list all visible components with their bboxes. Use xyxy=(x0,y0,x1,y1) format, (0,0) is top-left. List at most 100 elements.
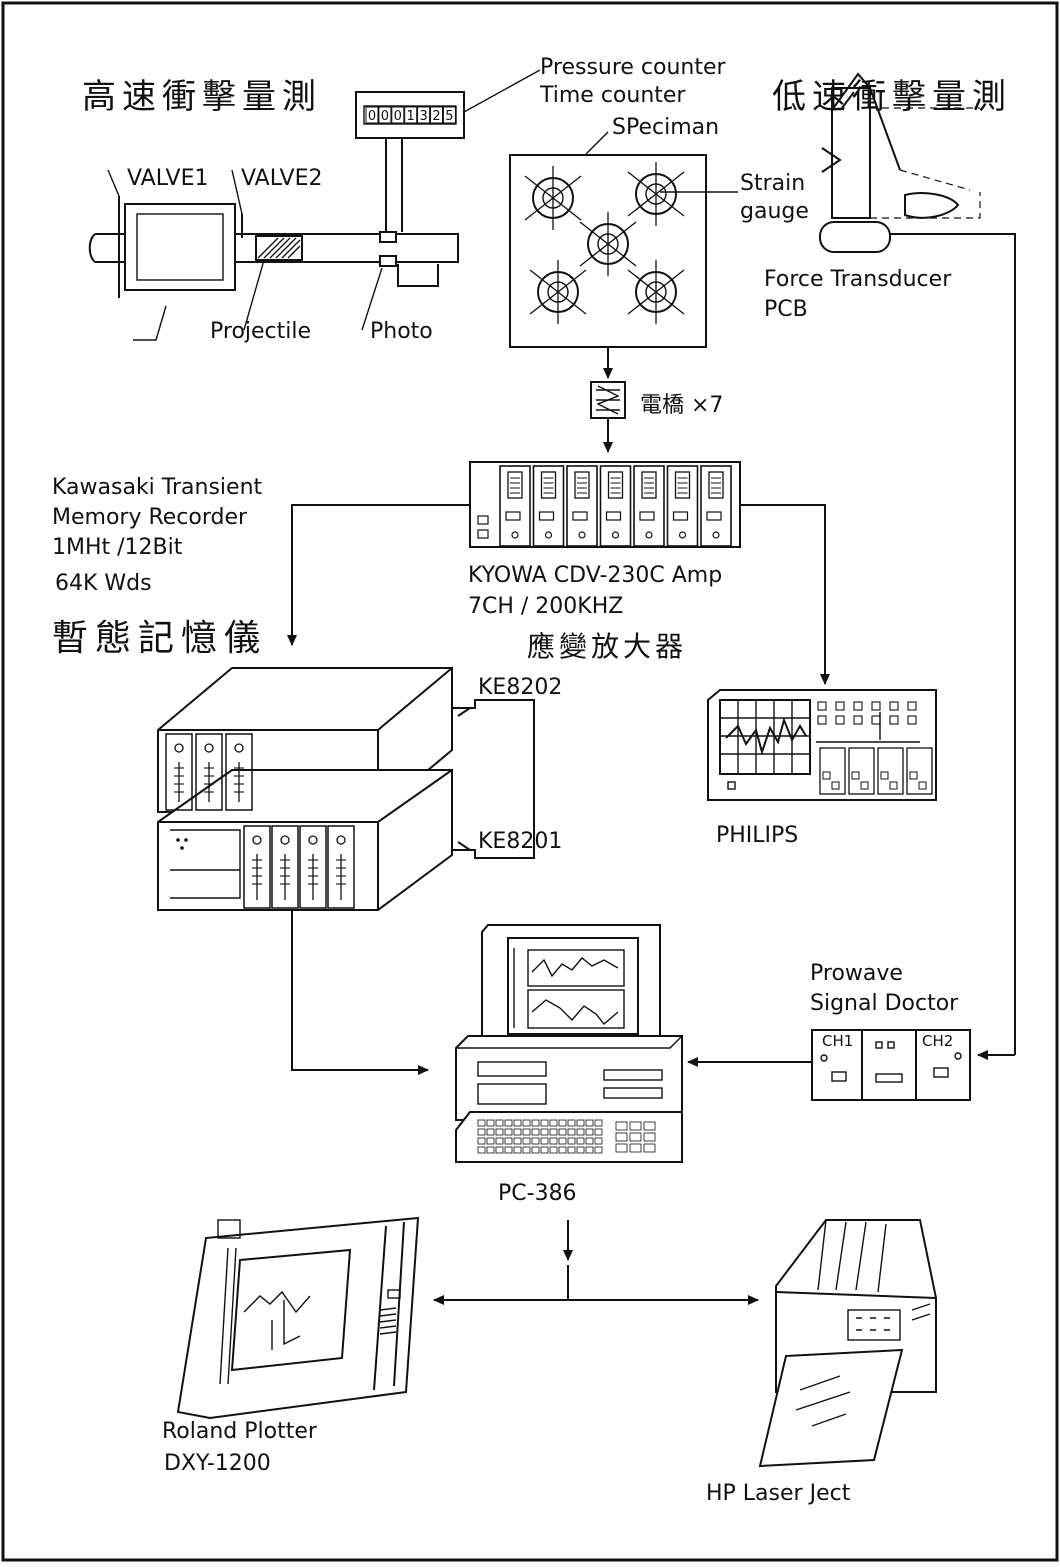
keyboard-key-icon xyxy=(567,1137,576,1145)
bridge-box-icon xyxy=(590,381,626,419)
printer-label: HP Laser Ject xyxy=(706,1481,851,1506)
amp-channel-module xyxy=(700,465,732,547)
gas-gun-launcher xyxy=(88,138,459,341)
keyboard-key-icon xyxy=(477,1128,486,1136)
projectile-label: Projectile xyxy=(210,319,311,344)
keyboard-key-icon xyxy=(504,1146,513,1154)
scope-button-icon xyxy=(853,701,863,711)
keyboard-key-icon xyxy=(540,1137,549,1145)
keyboard-key-icon xyxy=(629,1121,642,1131)
title-low-speed: 低速衝擊量測 xyxy=(772,77,1012,117)
keyboard-key-icon xyxy=(629,1143,642,1153)
strain-gauge-icon xyxy=(529,260,587,324)
valve2-label: VALVE2 xyxy=(241,166,322,191)
drop-tower xyxy=(819,72,1016,1055)
keyboard-key-icon xyxy=(540,1146,549,1154)
counter-digit: 2 xyxy=(432,109,440,124)
keyboard-key-icon xyxy=(495,1137,504,1145)
keyboard-key-icon xyxy=(643,1143,656,1153)
specimen-plate xyxy=(509,131,738,348)
keyboard-key-icon xyxy=(486,1137,495,1145)
keyboard-key-icon xyxy=(531,1137,540,1145)
scope-button-icon xyxy=(889,701,899,711)
amp-channel-module xyxy=(599,465,632,547)
keyboard-key-icon xyxy=(576,1128,585,1136)
keyboard-key-icon xyxy=(567,1128,576,1136)
keyboard-key-icon xyxy=(643,1121,656,1131)
keyboard-key-icon xyxy=(629,1132,642,1142)
keyboard-key-icon xyxy=(495,1146,504,1154)
keyboard-key-icon xyxy=(567,1119,576,1127)
keyboard-key-icon xyxy=(477,1137,486,1145)
recorder-label-4: 64K Wds xyxy=(55,571,152,596)
keyboard-key-icon xyxy=(486,1146,495,1154)
keyboard-key-icon xyxy=(558,1128,567,1136)
counter-digit: 3 xyxy=(419,109,427,124)
recorder-slot-module xyxy=(195,733,223,811)
keyboard-key-icon xyxy=(549,1128,558,1136)
scope-button-icon xyxy=(871,701,881,711)
counter-digit: 0 xyxy=(381,109,389,124)
recorder-slot-module xyxy=(299,825,327,909)
pressure-time-counter xyxy=(355,69,541,139)
counter-digit: 1 xyxy=(407,109,415,124)
scope-button-icon xyxy=(853,715,863,725)
keyboard-key-icon xyxy=(495,1128,504,1136)
amp-chinese-label: 應變放大器 xyxy=(527,630,687,663)
strain-gauge-icon xyxy=(627,162,685,226)
keyboard-key-icon xyxy=(585,1146,594,1154)
recorder-slots-bottom xyxy=(243,825,355,909)
scope-button-icon xyxy=(907,701,917,711)
counter-digit: 0 xyxy=(394,109,402,124)
keyboard-key-icon xyxy=(576,1137,585,1145)
keyboard-key-icon xyxy=(513,1137,522,1145)
scope-button-icon xyxy=(907,715,917,725)
plotter-label-2: DXY-1200 xyxy=(164,1451,271,1476)
valve1-label: VALVE1 xyxy=(127,166,208,191)
recorder-label-1: Kawasaki Transient xyxy=(52,475,263,500)
strain-gauge-label-1: Strain xyxy=(740,171,805,196)
keyboard-key-icon xyxy=(615,1121,628,1131)
keyboard-key-icon xyxy=(549,1146,558,1154)
bridge-label: 電橋 ×7 xyxy=(640,393,723,418)
keyboard-key-icon xyxy=(477,1119,486,1127)
strain-gauge-icon xyxy=(524,166,582,230)
keyboard-key-icon xyxy=(486,1119,495,1127)
keyboard-key-icon xyxy=(643,1132,656,1142)
recorder-slot-module xyxy=(327,825,355,909)
keyboard-key-icon xyxy=(594,1146,603,1154)
keyboard-key-icon xyxy=(513,1146,522,1154)
ch1-label: CH1 xyxy=(822,1032,853,1050)
scope-module-icon xyxy=(906,747,933,795)
amp-channel-module xyxy=(666,465,699,547)
keyboard-key-icon xyxy=(513,1128,522,1136)
force-transducer-pcb-label: PCB xyxy=(764,297,808,322)
counter-label-pressure: Pressure counter xyxy=(540,55,727,80)
scope-module-icon xyxy=(877,747,904,795)
keyboard-key-icon xyxy=(567,1146,576,1154)
keyboard-key-icon xyxy=(522,1137,531,1145)
photo-label: Photo xyxy=(370,319,433,344)
ke8202-label: KE8202 xyxy=(478,675,562,700)
title-high-speed: 高速衝擊量測 xyxy=(82,77,322,117)
keyboard-key-icon xyxy=(558,1137,567,1145)
amp-channel-module xyxy=(633,465,665,547)
amp-channel-module xyxy=(532,465,565,547)
keyboard-key-icon xyxy=(477,1146,486,1154)
keyboard-key-icon xyxy=(531,1146,540,1154)
keyboard-key-icon xyxy=(522,1128,531,1136)
ke8201-label: KE8201 xyxy=(478,829,562,854)
recorder-slot-module xyxy=(243,825,271,909)
recorder-slot-module xyxy=(165,733,193,811)
scope-button-icon xyxy=(817,701,827,711)
scope-button-icon xyxy=(889,715,899,725)
counter-digit-cell xyxy=(430,106,443,124)
signal-doctor-label-1: Prowave xyxy=(810,961,903,986)
roland-plotter xyxy=(176,1216,420,1420)
keyboard-key-icon xyxy=(531,1128,540,1136)
keyboard-key-icon xyxy=(522,1146,531,1154)
keyboard-key-icon xyxy=(576,1119,585,1127)
keyboard-key-icon xyxy=(585,1137,594,1145)
